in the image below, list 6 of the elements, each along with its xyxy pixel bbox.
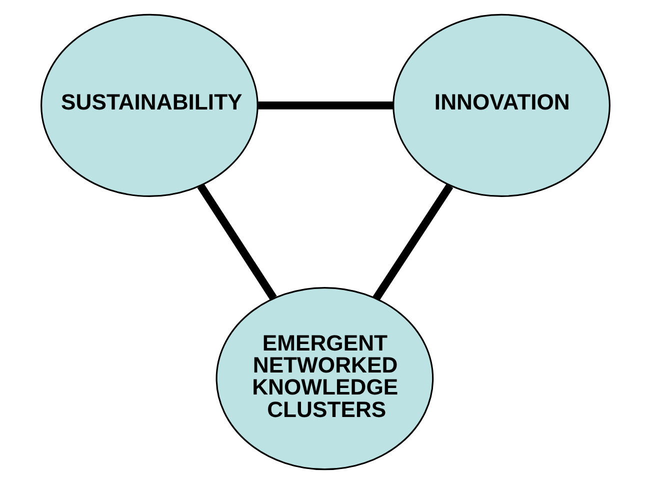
connector bbox=[372, 184, 454, 301]
connector bbox=[197, 184, 277, 300]
node-ellipse: SUSTAINABILITY bbox=[40, 14, 258, 197]
node-ellipse: EMERGENT NETWORKED KNOWLEDGE CLUSTERS bbox=[216, 287, 434, 470]
node-ellipse: INNOVATION bbox=[392, 14, 610, 197]
connector bbox=[258, 101, 394, 110]
